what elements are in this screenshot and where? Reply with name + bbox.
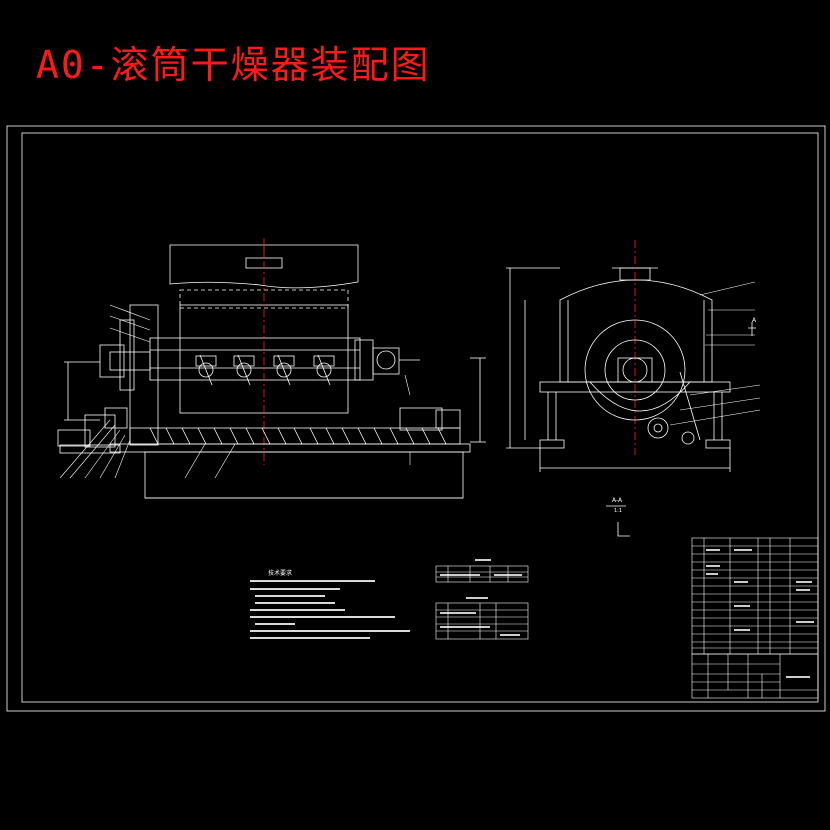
title-block <box>691 653 819 699</box>
tech-requirements-heading: 技术要求 <box>268 569 292 577</box>
section-scale: 1:1 <box>614 508 622 514</box>
side-view <box>506 240 761 472</box>
section-arrow-label: A <box>752 317 757 324</box>
front-view <box>57 238 486 499</box>
drawing-title: A0-滚筒干燥器装配图 <box>36 43 431 87</box>
parts-list <box>691 537 819 655</box>
performance-table <box>435 602 529 640</box>
inner-border <box>21 132 819 703</box>
tech-requirements-lines <box>250 580 410 639</box>
section-mark <box>606 505 630 537</box>
outer-border <box>6 125 826 712</box>
parts-list-marks <box>706 549 814 678</box>
section-label: A-A <box>612 497 623 504</box>
table-text-marks <box>440 559 522 636</box>
